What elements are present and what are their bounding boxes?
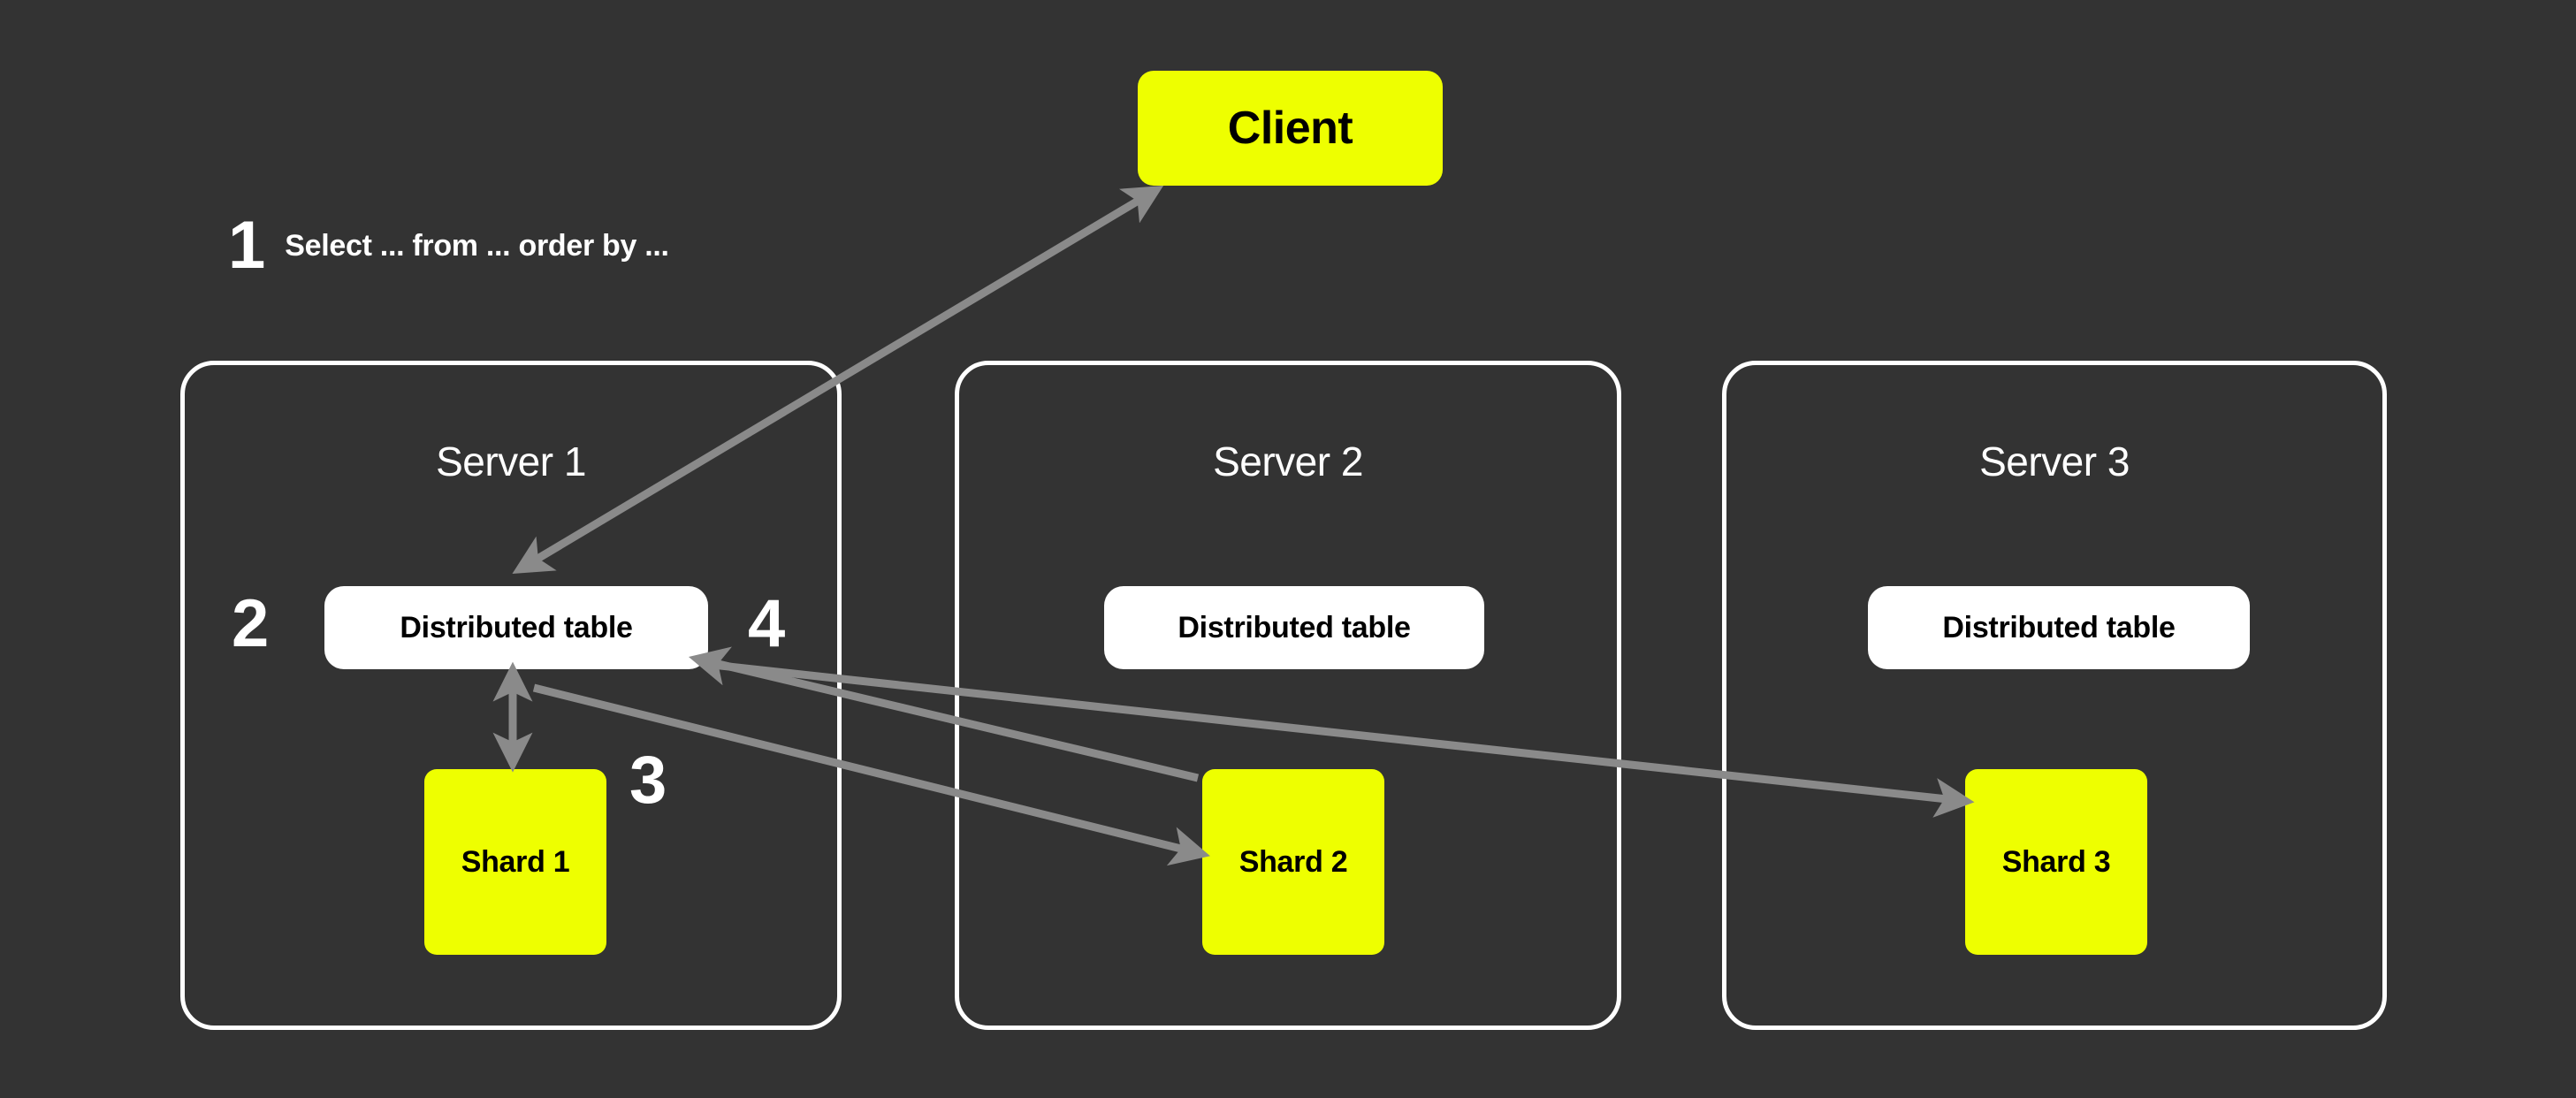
shard-3-label: Shard 3 [2001, 844, 2111, 879]
step-1-number: 1 [228, 208, 266, 283]
step-2-number: 2 [232, 586, 270, 661]
distributed-table-label: Distributed table [1177, 610, 1411, 644]
server-1-title: Server 1 [436, 438, 586, 484]
server-2-title: Server 2 [1213, 438, 1363, 484]
step-4-number: 4 [748, 586, 786, 661]
distributed-table-label: Distributed table [400, 610, 633, 644]
shard-3-node[interactable]: Shard 3 [1965, 769, 2147, 955]
step-3-number: 3 [629, 743, 667, 818]
shard-1-label: Shard 1 [461, 844, 570, 879]
server-2-container[interactable]: Server 2 Distributed table Shard 2 [955, 361, 1621, 1030]
shard-2-label: Shard 2 [1238, 844, 1348, 879]
step-1-query-text: Select ... from ... order by ... [285, 228, 669, 263]
distributed-table-label: Distributed table [1942, 610, 2176, 644]
shard-1-node[interactable]: Shard 1 [424, 769, 606, 955]
distributed-table-server-1[interactable]: Distributed table [324, 586, 708, 669]
server-3-container[interactable]: Server 3 Distributed table Shard 3 [1722, 361, 2387, 1030]
shard-2-node[interactable]: Shard 2 [1202, 769, 1384, 955]
client-node[interactable]: Client [1138, 71, 1443, 186]
step-1-annotation: 1 Select ... from ... order by ... [228, 212, 669, 279]
distributed-table-server-3[interactable]: Distributed table [1868, 586, 2250, 669]
server-1-container[interactable]: Server 1 Distributed table Shard 1 [180, 361, 842, 1030]
client-label: Client [1227, 103, 1353, 154]
server-3-title: Server 3 [1979, 438, 2130, 484]
distributed-table-server-2[interactable]: Distributed table [1104, 586, 1484, 669]
